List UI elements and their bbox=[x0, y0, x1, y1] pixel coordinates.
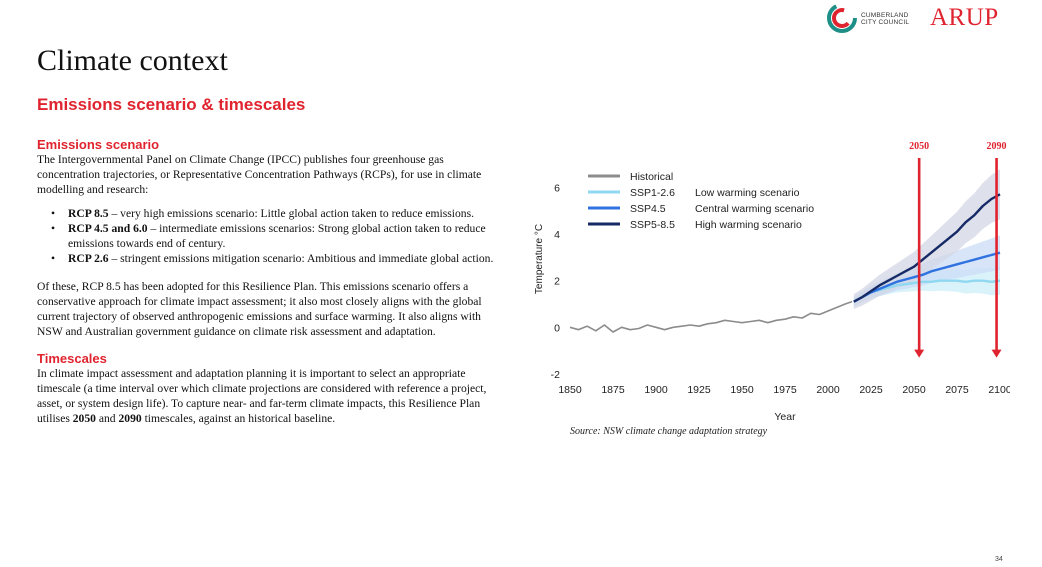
emissions-intro: The Intergovernmental Panel on Climate C… bbox=[37, 153, 482, 196]
rcp-item: RCP 4.5 and 6.0 – intermediate emissions… bbox=[37, 221, 507, 251]
timescales-body: In climate impact assessment and adaptat… bbox=[37, 366, 507, 426]
year-marker-label: 2050 bbox=[909, 141, 929, 152]
cumberland-logo: CUMBERLAND CITY COUNCIL bbox=[826, 2, 926, 38]
rcp-item-text: – very high emissions scenario: Little g… bbox=[108, 207, 475, 220]
x-tick-label: 1950 bbox=[730, 384, 754, 396]
rcp-list: RCP 8.5 – very high emissions scenario: … bbox=[37, 206, 507, 266]
legend-series-description: High warming scenario bbox=[695, 219, 802, 231]
y-tick-label: 6 bbox=[554, 182, 560, 194]
rcp-item-name: RCP 4.5 and 6.0 bbox=[68, 222, 148, 235]
rcp-item-text: – intermediate emissions scenarios: Stro… bbox=[68, 222, 486, 250]
year-marker-label: 2090 bbox=[987, 141, 1007, 152]
timescales-text-3: timescales, against an historical baseli… bbox=[141, 412, 336, 425]
rcp-item-name: RCP 8.5 bbox=[68, 207, 109, 220]
series-line-ssp5-8-5 bbox=[853, 193, 1001, 303]
legend-series-name: SSP5-8.5 bbox=[630, 219, 675, 231]
x-tick-label: 2100 bbox=[988, 384, 1010, 396]
legend-series-name: Historical bbox=[630, 171, 673, 183]
series-band-ssp5-8-5 bbox=[853, 169, 1000, 310]
chart-source: Source: NSW climate change adaptation st… bbox=[570, 426, 768, 437]
cumberland-logo-line2: CITY COUNCIL bbox=[861, 19, 910, 26]
cumberland-logo-line1: CUMBERLAND bbox=[861, 12, 909, 19]
y-axis-label: Temperature °C bbox=[534, 224, 545, 294]
x-tick-label: 2025 bbox=[859, 384, 883, 396]
timescale-2090: 2090 bbox=[118, 412, 142, 425]
y-tick-label: 4 bbox=[554, 229, 560, 241]
series-line-historical bbox=[569, 300, 853, 333]
arup-logo: ARUP bbox=[930, 4, 999, 31]
y-tick-label: 2 bbox=[554, 276, 560, 288]
temperature-chart: 1850 1875 1900 1925 1950 1975 2000 2025 2050 2075… bbox=[530, 138, 1010, 448]
emissions-body: Of these, RCP 8.5 has been adopted for t… bbox=[37, 280, 482, 338]
year-marker-arrowhead bbox=[991, 349, 1002, 358]
year-marker-arrowhead bbox=[914, 349, 925, 358]
page-number: 34 bbox=[995, 556, 1003, 563]
legend-series-name: SSP4.5 bbox=[630, 203, 666, 215]
cumberland-logo-text: CUMBERLAND CITY COUNCIL bbox=[861, 12, 909, 26]
rcp-item-name: RCP 2.6 bbox=[68, 252, 109, 265]
cumberland-ring-icon bbox=[827, 3, 857, 33]
text-column: Emissions scenario The Intergovernmental… bbox=[37, 137, 507, 426]
x-tick-label: 2075 bbox=[945, 384, 969, 396]
x-tick-label: 2000 bbox=[816, 384, 840, 396]
rcp-item-text: – stringent emissions mitigation scenari… bbox=[108, 252, 494, 265]
legend-series-name: SSP1-2.6 bbox=[630, 187, 675, 199]
x-tick-label: 2050 bbox=[902, 384, 926, 396]
series-line-ssp4-5 bbox=[853, 251, 1001, 303]
y-tick-label: 0 bbox=[554, 322, 560, 334]
temperature-chart-svg: 1850 1875 1900 1925 1950 1975 2000 2025 2050 2075… bbox=[534, 141, 1010, 423]
page-subtitle: Emissions scenario & timescales bbox=[37, 95, 306, 114]
timescale-2050: 2050 bbox=[72, 412, 96, 425]
legend-series-description: Low warming scenario bbox=[695, 187, 800, 199]
timescales-heading: Timescales bbox=[37, 351, 107, 366]
x-tick-label: 1975 bbox=[773, 384, 797, 396]
x-tick-label: 1850 bbox=[558, 384, 582, 396]
y-tick-label: -2 bbox=[551, 369, 560, 381]
x-tick-label: 1900 bbox=[644, 384, 668, 396]
x-tick-label: 1875 bbox=[601, 384, 625, 396]
rcp-item: RCP 8.5 – very high emissions scenario: … bbox=[37, 206, 507, 221]
timescales-text-2: and bbox=[95, 412, 119, 425]
x-tick-label: 1925 bbox=[687, 384, 711, 396]
page-title: Climate context bbox=[37, 44, 228, 77]
timescales-text-1: In climate impact assessment and adaptat… bbox=[37, 367, 487, 425]
emissions-heading: Emissions scenario bbox=[37, 137, 160, 152]
legend-series-description: Central warming scenario bbox=[695, 203, 814, 215]
x-axis-label: Year bbox=[774, 411, 796, 423]
rcp-item: RCP 2.6 – stringent emissions mitigation… bbox=[37, 251, 507, 266]
